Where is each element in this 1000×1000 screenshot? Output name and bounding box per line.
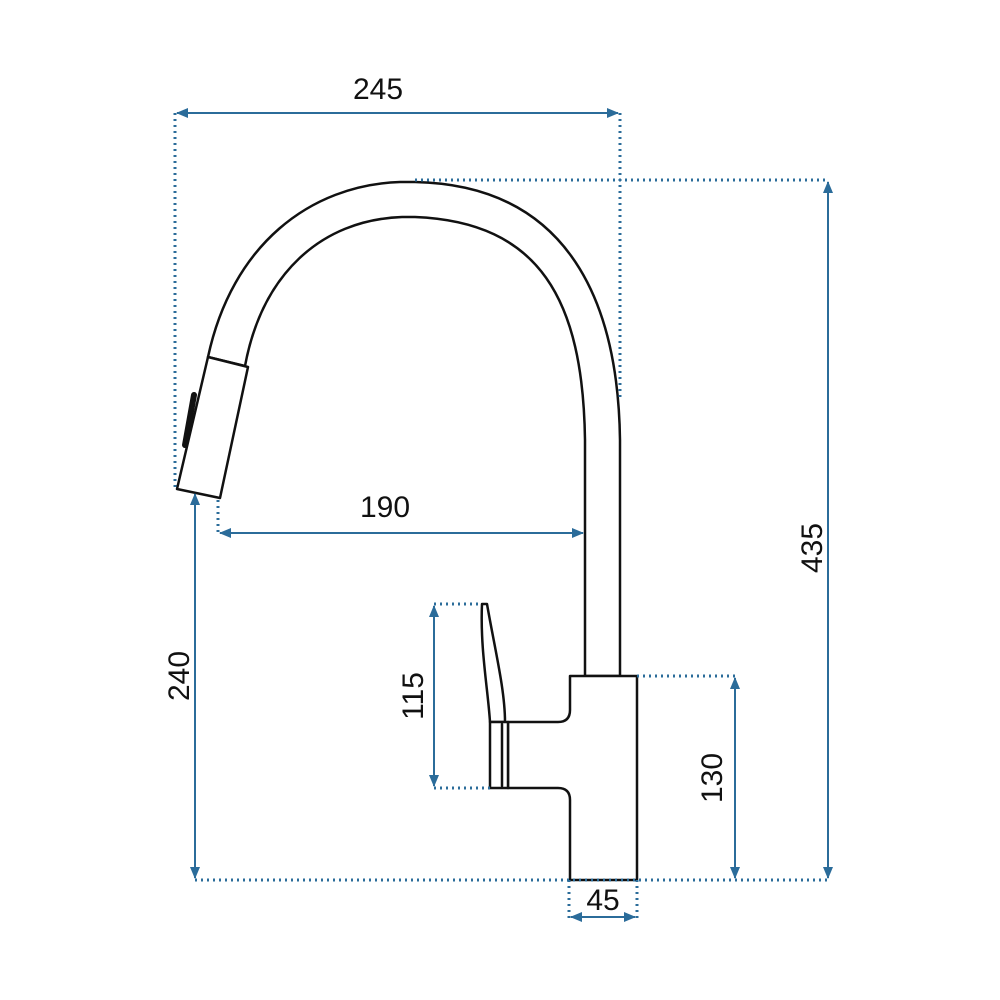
label-body-height: 130 (696, 753, 729, 803)
spout-tube (206, 180, 622, 678)
lever-handle (480, 602, 507, 724)
dimension-labels: 245 190 435 240 115 130 45 (163, 73, 829, 917)
label-clearance: 240 (163, 651, 196, 701)
lever-base (488, 720, 510, 790)
dimension-lines (176, 108, 833, 922)
label-reach: 190 (360, 491, 410, 524)
faucet-body (506, 674, 639, 882)
label-body-width: 45 (586, 884, 619, 917)
extension-lines (173, 113, 828, 918)
label-width: 245 (353, 73, 403, 106)
spray-button (182, 392, 197, 448)
label-height: 435 (796, 523, 829, 573)
label-lever-height: 115 (397, 672, 430, 720)
faucet-outline (175, 180, 639, 882)
